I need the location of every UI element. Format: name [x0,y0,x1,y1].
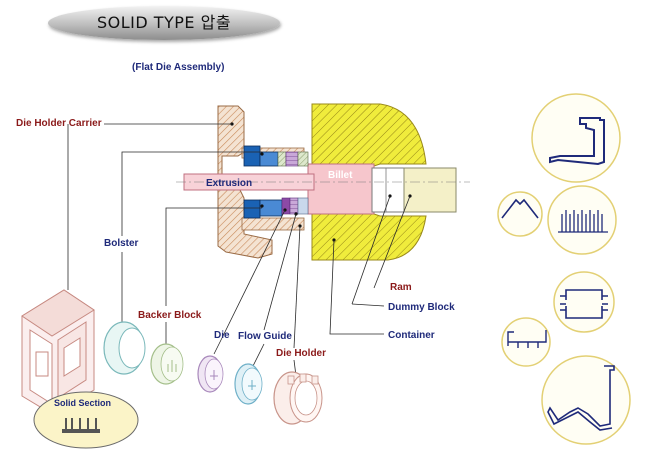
label-solid-section: Solid Section [54,398,112,408]
label-backer-block: Backer Block [138,310,202,321]
die-stack-top [243,145,309,167]
flow-guide-part [234,363,263,405]
label-die-holder: Die Holder [276,348,327,359]
bolster-part [103,321,146,375]
page-title: SOLID TYPE 압출 [96,13,232,32]
label-extrusion: Extrusion [206,178,253,189]
profile-circle-2 [497,191,543,237]
label-ram: Ram [390,282,412,293]
leader-lines [67,123,411,377]
profile-circle-5 [501,317,551,367]
leader-dots [230,122,412,242]
label-billet: Billet [328,170,353,181]
die-stack-bottom [243,197,309,219]
solid-section-panel [33,391,139,449]
die-part [197,355,224,393]
label-container: Container [388,330,435,341]
title-banner: SOLID TYPE 압출 [48,6,280,40]
label-dummy-block: Dummy Block [388,302,455,313]
label-die-holder-carrier: Die Holder Carrier [16,118,102,129]
profile-circle-4 [553,271,615,333]
label-bolster: Bolster [104,238,139,249]
diagram-subtitle: (Flat Die Assembly) [132,62,225,73]
container-section [311,103,427,261]
profile-circle-6 [541,355,631,445]
profile-circle-1 [531,93,621,183]
backer-block-part [150,343,184,385]
die-holder-part [273,371,323,425]
ram-shape [403,167,457,213]
profile-circle-3 [547,185,617,255]
label-die: Die [214,330,230,341]
die-holder-carrier-part [21,289,95,415]
label-flow-guide: Flow Guide [238,331,292,342]
dummy-block-shape [371,167,405,213]
